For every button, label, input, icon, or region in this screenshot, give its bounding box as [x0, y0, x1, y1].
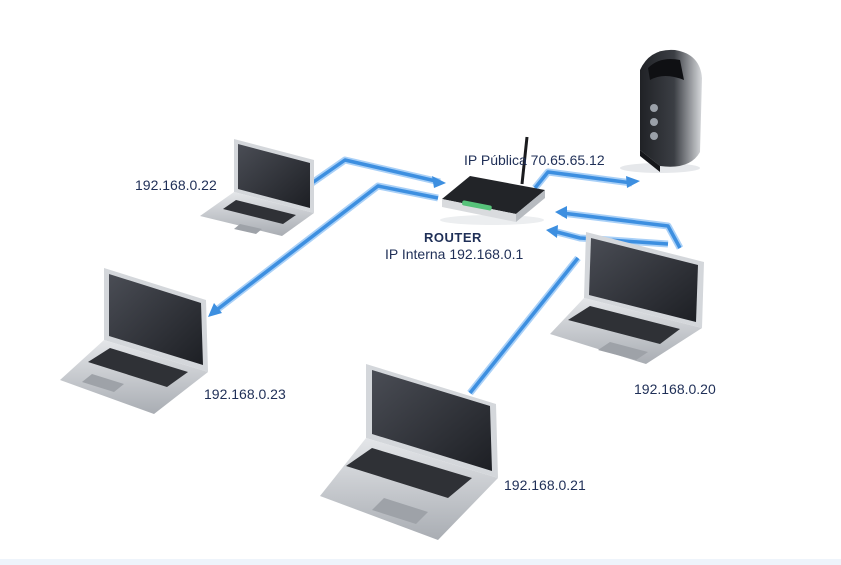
internal-ip-label: IP Interna 192.168.0.1 — [385, 246, 524, 262]
public-ip-label: IP Pública 70.65.65.12 — [464, 152, 605, 168]
link-laptop-20-router — [546, 206, 684, 250]
link-router-server — [532, 168, 640, 191]
laptop-icon — [550, 232, 704, 364]
link-router-laptop-23 — [208, 182, 439, 317]
laptop-21 — [320, 364, 498, 540]
arrow-icon — [546, 225, 558, 238]
router — [440, 136, 545, 225]
bottom-band — [0, 559, 841, 565]
link-laptop-22-router — [309, 156, 446, 188]
arrow-icon — [432, 176, 446, 188]
arrow-icon — [555, 206, 567, 219]
laptop-20 — [550, 232, 704, 364]
link-laptop-21-router — [467, 255, 581, 396]
router-name-label: ROUTER — [424, 230, 482, 245]
arrow-icon — [626, 176, 640, 188]
server-icon — [620, 49, 702, 173]
server — [620, 49, 702, 173]
laptop-icon — [60, 268, 208, 414]
laptop-23 — [60, 268, 208, 414]
laptop-20-ip-label: 192.168.0.20 — [634, 381, 716, 397]
arrow-icon — [208, 303, 222, 317]
laptop-22 — [200, 139, 314, 236]
laptop-22-ip-label: 192.168.0.22 — [135, 177, 217, 193]
laptop-icon — [320, 364, 498, 540]
laptop-21-ip-label: 192.168.0.21 — [504, 477, 586, 493]
laptop-23-ip-label: 192.168.0.23 — [204, 386, 286, 402]
laptop-icon — [200, 139, 314, 236]
links — [208, 156, 684, 396]
router-icon — [440, 136, 545, 225]
